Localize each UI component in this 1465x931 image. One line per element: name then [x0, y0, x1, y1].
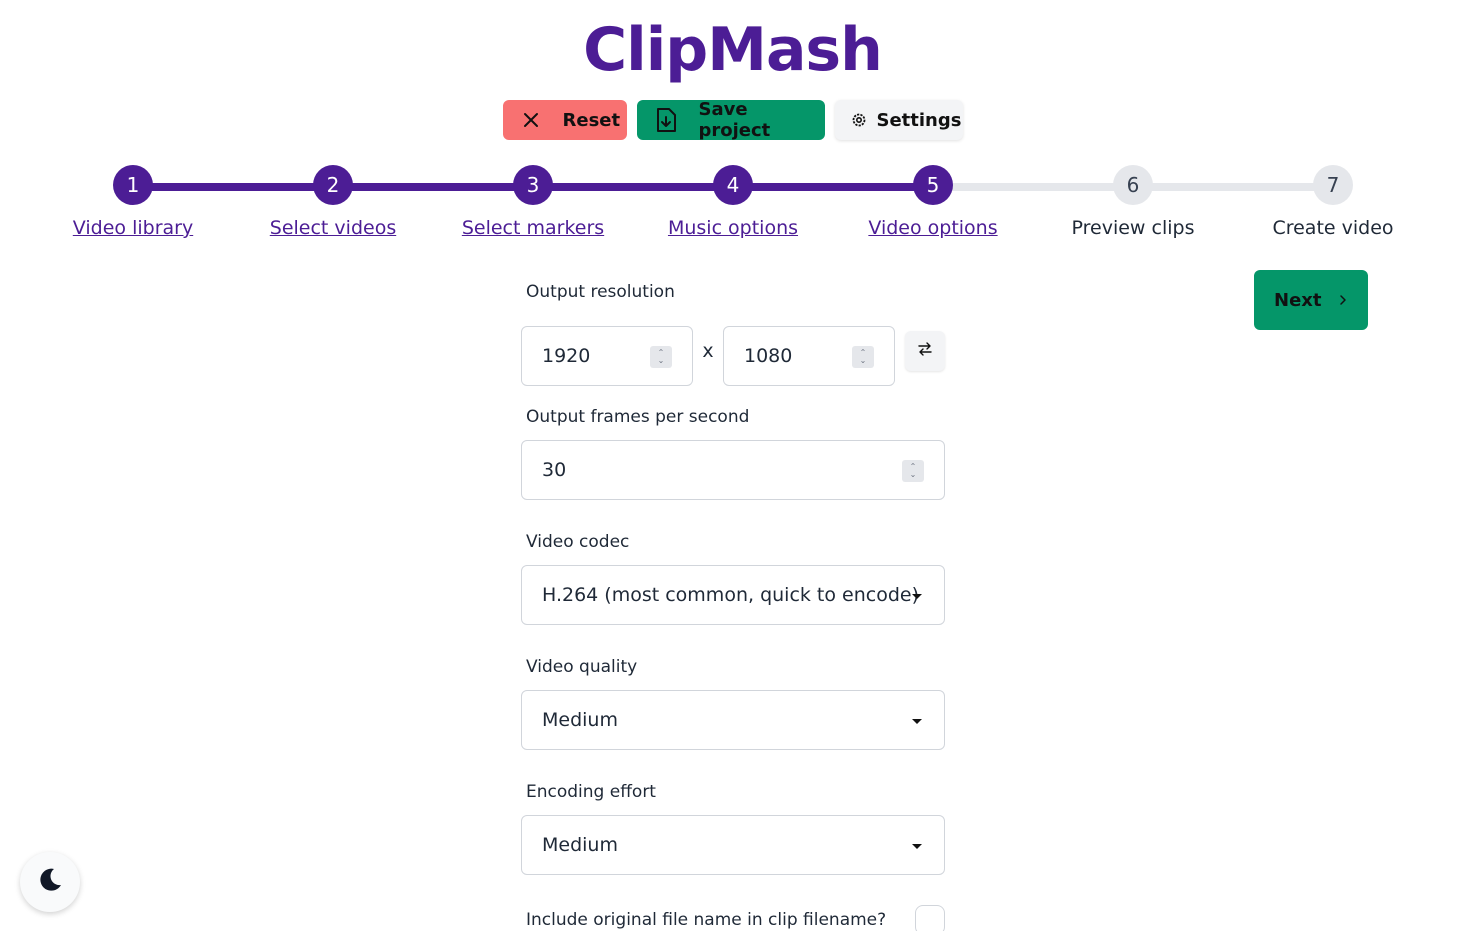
effort-select[interactable]: Medium	[521, 815, 945, 875]
moon-icon	[36, 866, 64, 898]
quality-select[interactable]: Medium	[521, 690, 945, 750]
save-project-button[interactable]: Save project	[636, 99, 825, 141]
settings-button[interactable]: Settings	[834, 100, 963, 140]
caret-down-icon	[912, 844, 922, 849]
quality-group: Video quality Medium	[521, 655, 945, 750]
height-value: 1080	[744, 345, 793, 367]
progress-stepper: 1 Video library 2 Select videos 3 Select…	[0, 165, 1465, 265]
next-button[interactable]: Next	[1254, 270, 1368, 330]
codec-group: Video codec H.264 (most common, quick to…	[521, 530, 945, 625]
step-label[interactable]: Video options	[868, 217, 998, 239]
toolbar: Reset Save project Settings	[0, 99, 1465, 141]
include-filename-checkbox[interactable]	[915, 905, 945, 931]
quality-value: Medium	[542, 709, 618, 731]
fps-label: Output frames per second	[526, 407, 750, 427]
width-value: 1920	[542, 345, 591, 367]
step-label[interactable]: Select videos	[269, 217, 397, 239]
step-music-options[interactable]: 4 Music options	[633, 165, 833, 241]
reset-button[interactable]: Reset	[502, 100, 627, 140]
swap-arrows-icon	[917, 341, 933, 360]
codec-select[interactable]: H.264 (most common, quick to encode)	[521, 565, 945, 625]
effort-value: Medium	[542, 834, 618, 856]
codec-label: Video codec	[526, 532, 630, 552]
step-label: Preview clips	[1071, 217, 1195, 239]
effort-group: Encoding effort Medium	[521, 780, 945, 875]
step-number: 3	[513, 165, 553, 205]
app-title: ClipMash	[583, 15, 883, 85]
codec-value: H.264 (most common, quick to encode)	[542, 584, 920, 606]
resolution-height-input[interactable]: 1080 ⌃⌄	[723, 326, 895, 386]
step-number: 5	[913, 165, 953, 205]
chevron-right-icon	[1338, 290, 1348, 311]
theme-toggle-button[interactable]	[20, 852, 80, 912]
step-video-library[interactable]: 1 Video library	[33, 165, 233, 241]
effort-label: Encoding effort	[526, 782, 656, 802]
step-select-markers[interactable]: 3 Select markers	[433, 165, 633, 241]
step-number: 6	[1113, 165, 1153, 205]
fps-group: Output frames per second 30 ⌃⌄	[521, 405, 945, 500]
swap-resolution-button[interactable]	[905, 330, 945, 371]
x-icon	[521, 110, 541, 130]
fps-spinner[interactable]: ⌃⌄	[902, 460, 924, 482]
save-project-label: Save project	[698, 99, 771, 141]
resolution-separator: x	[702, 339, 714, 362]
step-label[interactable]: Select markers	[461, 217, 605, 239]
step-preview-clips: 6 Preview clips	[1033, 165, 1233, 241]
caret-down-icon	[912, 594, 922, 599]
step-select-videos[interactable]: 2 Select videos	[233, 165, 433, 241]
include-filename-row: Include original file name in clip filen…	[521, 905, 945, 931]
resolution-group: Output resolution 1920 ⌃⌄ x 1080 ⌃⌄	[521, 280, 945, 386]
caret-down-icon	[912, 719, 922, 724]
file-download-icon	[655, 107, 677, 133]
gear-icon	[851, 112, 867, 128]
fps-value: 30	[542, 459, 567, 481]
width-spinner[interactable]: ⌃⌄	[650, 346, 672, 368]
step-number: 4	[713, 165, 753, 205]
step-video-options[interactable]: 5 Video options	[833, 165, 1033, 241]
resolution-label: Output resolution	[526, 282, 675, 302]
step-label[interactable]: Music options	[667, 217, 799, 239]
resolution-width-input[interactable]: 1920 ⌃⌄	[521, 326, 693, 386]
quality-label: Video quality	[526, 657, 638, 677]
reset-label: Reset	[562, 109, 621, 131]
settings-label: Settings	[876, 109, 962, 131]
fps-input[interactable]: 30 ⌃⌄	[521, 440, 945, 500]
include-filename-label: Include original file name in clip filen…	[526, 910, 887, 930]
step-number: 7	[1313, 165, 1353, 205]
step-create-video: 7 Create video	[1233, 165, 1433, 241]
step-number: 1	[113, 165, 153, 205]
step-label: Create video	[1272, 217, 1394, 239]
height-spinner[interactable]: ⌃⌄	[852, 346, 874, 368]
step-number: 2	[313, 165, 353, 205]
next-label: Next	[1274, 289, 1322, 311]
step-label[interactable]: Video library	[72, 217, 194, 239]
